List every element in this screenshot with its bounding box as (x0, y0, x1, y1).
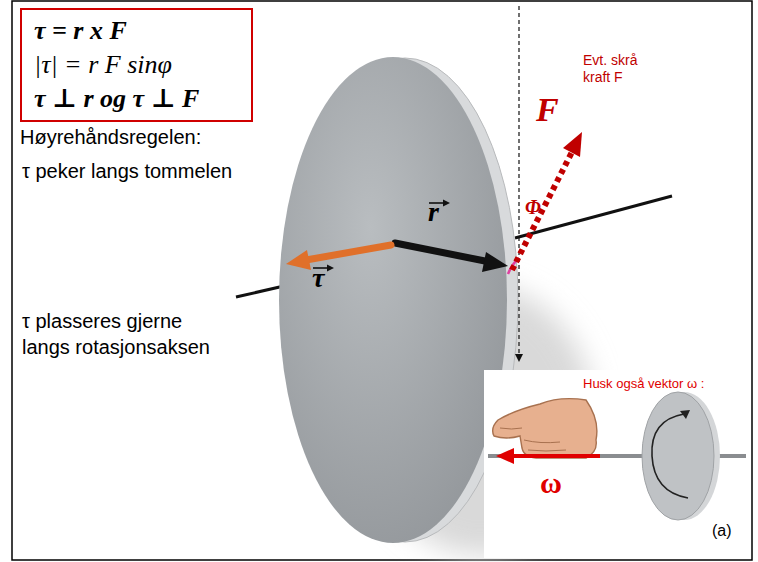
force-arrow (512, 152, 572, 270)
formula-box: τ = r x F|τ| = r F sinφτ ⊥ r og τ ⊥ F (20, 8, 253, 122)
force-arrow-head (563, 132, 582, 157)
rotation-axis (515, 196, 672, 238)
force-note: Evt. skrå kraft F (583, 52, 665, 86)
angle-label: Φ (525, 196, 541, 219)
rotation-arrow-head (680, 410, 690, 419)
vector-bar-head (327, 265, 334, 272)
tau-vector-head (286, 250, 311, 270)
r-vector (395, 243, 490, 262)
formula-line: |τ| = r F sinφ (34, 48, 239, 82)
tau-vector (306, 245, 391, 260)
r-vector-head (482, 252, 508, 272)
force-label: F (536, 90, 559, 129)
rule-heading: Høyrehåndsregelen: (20, 126, 201, 149)
panel-label: (a) (712, 522, 732, 540)
hand-fingers (500, 428, 566, 451)
vector-bar-head (443, 200, 450, 207)
reference-line-head (515, 354, 523, 362)
omega-vector-head (496, 448, 514, 464)
vector-label: τ (312, 262, 324, 294)
vector-label: r (428, 196, 439, 228)
inset-disc (642, 392, 714, 520)
inset-panel (484, 370, 750, 558)
omega-vector (512, 454, 600, 458)
reference-line (518, 6, 519, 355)
rotation-arrow (652, 414, 688, 498)
disc (279, 57, 507, 543)
formula-line: τ ⊥ r og τ ⊥ F (34, 82, 239, 116)
rule-text: τ peker langs tommelen (22, 160, 232, 183)
inset-note: Husk også vektor ω : (583, 377, 704, 392)
axis-note: τ plasseres gjerne langs rotasjonsaksen (22, 308, 228, 360)
formula-line: τ = r x F (34, 14, 239, 48)
frame (12, 1, 752, 560)
hand (493, 399, 597, 458)
rotation-axis (236, 286, 284, 297)
omega-label: ω (540, 466, 562, 501)
